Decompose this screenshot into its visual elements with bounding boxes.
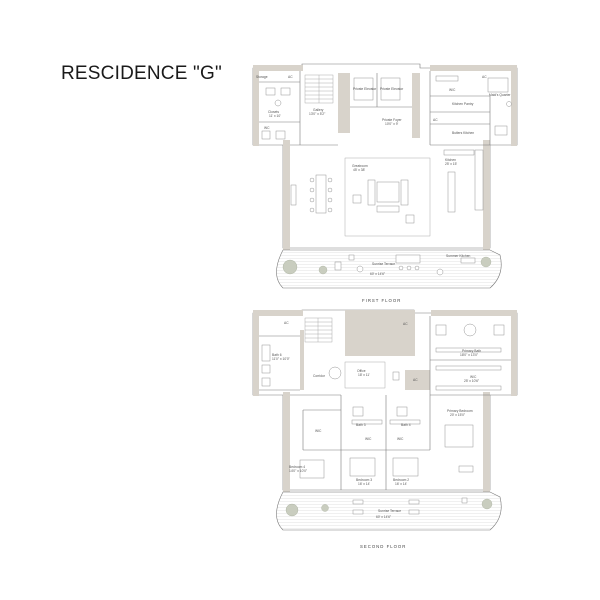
label-maids-quarter: Maid's Quarter bbox=[489, 93, 511, 97]
label-primary-bedroom-dim: 20' x 15'0" bbox=[450, 413, 466, 417]
label-bath-3: Bath 3 bbox=[356, 423, 366, 427]
bedroom-3-bed bbox=[349, 457, 376, 477]
label-primary-bath-dim: 18'0" x 13'0" bbox=[460, 353, 479, 357]
stair-first bbox=[304, 74, 334, 104]
stair-second bbox=[304, 317, 333, 343]
label-sunrise-terrace-2-dim: 60' x 14'6" bbox=[376, 515, 392, 519]
wall-west bbox=[283, 140, 290, 250]
kitchen-island bbox=[447, 171, 456, 213]
label-summer-kitchen: Summer Kitchen bbox=[446, 254, 471, 258]
elevator-1 bbox=[353, 77, 374, 101]
label-butlers-kitchen: Butlers Kitchen bbox=[452, 131, 474, 135]
label-bath-4: Bath 4 bbox=[401, 423, 411, 427]
bedroom-4-bed bbox=[299, 459, 325, 479]
label-kitchen-dim: 25' x 15' bbox=[445, 162, 457, 166]
label-ac-3: AC bbox=[433, 118, 438, 122]
label-bath-6: Bath 6 bbox=[272, 353, 282, 357]
label-closets: Closets bbox=[268, 110, 279, 114]
wall-top-right bbox=[430, 65, 517, 71]
label-sunrise-terrace-2: Sunrise Terrace bbox=[378, 509, 401, 513]
label-office: Office bbox=[357, 369, 366, 373]
label-bedroom-4: Bedroom 4 bbox=[289, 465, 305, 469]
label-sunrise-terrace-1: Sunrise Terrace bbox=[372, 262, 395, 266]
label-private-elevator-2: Private Elevator bbox=[380, 87, 404, 91]
label-office-dim: 18' x 11' bbox=[358, 373, 370, 377]
wall-left bbox=[253, 71, 259, 146]
label-primary-wic-dim: 25' x 10'6" bbox=[464, 379, 480, 383]
label-kitchen-pantry: Kitchen Pantry bbox=[452, 102, 474, 106]
wall-core-right bbox=[412, 73, 420, 138]
office-desk-area bbox=[344, 361, 386, 389]
wall-core bbox=[338, 73, 350, 133]
second-floor-plan bbox=[252, 309, 518, 531]
label-ac-2: AC bbox=[482, 75, 487, 79]
label-wic-3: WIC bbox=[397, 437, 404, 441]
label-bedroom-4-dim: 14'0" x 10'0" bbox=[289, 469, 308, 473]
label-wc: WC bbox=[264, 126, 270, 130]
label-wic-2: WIC bbox=[365, 437, 372, 441]
label-gallery-dim: 13'0" x 5'2" bbox=[309, 112, 326, 116]
label-sunrise-terrace-1-dim: 60' x 14'6" bbox=[370, 272, 386, 276]
label-bedroom-2-dim: 16' x 14' bbox=[395, 482, 407, 486]
wall-top-left bbox=[253, 65, 303, 71]
label-kitchen: Kitchen bbox=[445, 158, 456, 162]
label-closets-dim: 11' x 10' bbox=[269, 114, 281, 118]
label-bedroom-2: Bedroom 2 bbox=[393, 478, 409, 482]
second-terrace-decking bbox=[276, 492, 502, 530]
label-wic-1: WIC bbox=[315, 429, 322, 433]
second-core-wall bbox=[345, 310, 415, 356]
label-first-floor: FIRST FLOOR bbox=[362, 298, 401, 303]
label-corridor: Corridor bbox=[313, 374, 326, 378]
second-floor-labels: AC Bath 6 11'0" x 10'0" Corridor Office … bbox=[272, 321, 481, 549]
bedroom-2-bed bbox=[392, 457, 419, 477]
label-2f-ac-3: AC bbox=[413, 378, 418, 382]
label-private-foyer: Private Foyer bbox=[382, 118, 403, 122]
label-private-elevator-1: Private Elevator bbox=[353, 87, 377, 91]
label-greatroom-dim: 45' x 38' bbox=[353, 168, 365, 172]
label-bedroom-3-dim: 16' x 14' bbox=[358, 482, 370, 486]
terrace-dining-table bbox=[395, 254, 421, 264]
first-floor-plan bbox=[252, 63, 518, 289]
label-wc-2: W/C bbox=[449, 88, 456, 92]
label-primary-bath: Primary Bath bbox=[462, 349, 481, 353]
greatroom-rug bbox=[344, 157, 431, 237]
label-primary-wic: W/C bbox=[470, 375, 477, 379]
label-2f-ac-1: AC bbox=[284, 321, 289, 325]
label-2f-ac-2: AC bbox=[403, 322, 408, 326]
label-primary-bedroom: Primary Bedroom bbox=[447, 409, 473, 413]
first-floor-labels: Storage AC Closets 11' x 10' WC Gallery … bbox=[256, 75, 511, 303]
label-private-foyer-dim: 10'0" x 9' bbox=[385, 122, 399, 126]
primary-bath-tub bbox=[463, 323, 477, 337]
wall-right bbox=[511, 71, 517, 146]
primary-bed bbox=[444, 424, 474, 448]
office-rug bbox=[328, 366, 342, 380]
label-second-floor: SECOND FLOOR bbox=[360, 544, 406, 549]
elevator-2 bbox=[380, 77, 401, 101]
label-bedroom-3: Bedroom 3 bbox=[356, 478, 372, 482]
label-bath-6-dim: 11'0" x 10'0" bbox=[272, 357, 291, 361]
label-ac: AC bbox=[288, 75, 293, 79]
label-storage: Storage bbox=[256, 75, 268, 79]
page-title: RESCIDENCE "G" bbox=[61, 63, 222, 84]
first-terrace-decking bbox=[276, 250, 502, 288]
dining-table bbox=[315, 174, 327, 214]
label-gallery: Gallery bbox=[313, 108, 324, 112]
label-greatroom: Greatroom bbox=[352, 164, 368, 168]
wall-east bbox=[483, 140, 490, 250]
